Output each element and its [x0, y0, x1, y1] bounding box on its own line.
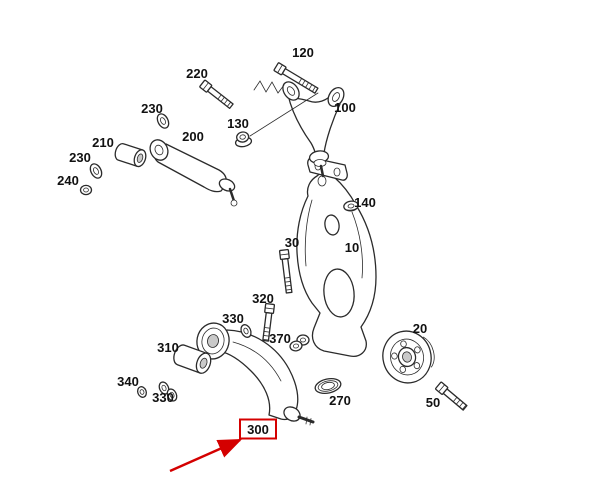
- nut-130: [234, 131, 253, 148]
- wheel-hub-flange: [382, 330, 435, 384]
- front-upper-link: [149, 139, 238, 207]
- lower-control-arm: [196, 322, 315, 426]
- part-label-270: 270: [329, 393, 351, 408]
- seal-ring-270: [314, 377, 342, 395]
- bushing-310: [173, 344, 212, 374]
- arm-bushing-eye: [149, 139, 169, 161]
- part-label-10: 10: [345, 240, 359, 255]
- break-line: [253, 80, 285, 94]
- part-label-30: 30: [285, 235, 299, 250]
- part-label-330: 330: [222, 311, 244, 326]
- nut-340: [136, 386, 148, 398]
- nut-370: [289, 340, 303, 352]
- washer-230: [156, 113, 170, 129]
- highlight-box: [239, 418, 277, 440]
- hub-bore: [323, 268, 355, 318]
- ball-joint-boot: [218, 178, 236, 192]
- bolt-30: [278, 248, 293, 294]
- bolt-50: [435, 381, 468, 411]
- washer-330: [158, 381, 170, 395]
- part-label-120: 120: [292, 45, 314, 60]
- part-label-300: 300: [247, 422, 269, 437]
- part-label-20: 20: [413, 321, 427, 336]
- washer-330: [166, 388, 178, 402]
- pointer-arrow: [169, 438, 243, 473]
- part-label-310: 310: [157, 340, 179, 355]
- part-label-200: 200: [182, 129, 204, 144]
- bolt-320: [262, 302, 276, 342]
- part-label-330: 330: [152, 390, 174, 405]
- part-label-50: 50: [426, 395, 440, 410]
- steering-knuckle: [296, 157, 377, 357]
- part-label-210: 210: [92, 135, 114, 150]
- part-label-140: 140: [354, 195, 376, 210]
- bolt-120: [273, 62, 319, 94]
- part-label-370: 370: [269, 331, 291, 346]
- arm-bushing-eye: [196, 322, 230, 360]
- part-label-320: 320: [252, 291, 274, 306]
- part-label-230: 230: [141, 101, 163, 116]
- upper-control-arm: [282, 81, 345, 178]
- bushing-210: [114, 143, 147, 168]
- part-label-230: 230: [69, 150, 91, 165]
- cap-nut-140: [343, 200, 359, 212]
- part-label-240: 240: [57, 173, 79, 188]
- assembly-axis-line: [249, 92, 319, 137]
- nut-240: [79, 184, 93, 196]
- part-label-130: 130: [227, 116, 249, 131]
- washer-330: [240, 324, 252, 338]
- bolt-220: [199, 79, 234, 110]
- washer-230: [89, 163, 103, 179]
- arm-bushing-eye: [282, 81, 300, 101]
- part-label-220: 220: [186, 66, 208, 81]
- part-label-100: 100: [334, 100, 356, 115]
- part-label-340: 340: [117, 374, 139, 389]
- part-labels: 220 120 230 100 210 200 130 230 240 140 10 30 320 330…: [57, 45, 440, 440]
- arm-bushing-eye: [327, 87, 345, 107]
